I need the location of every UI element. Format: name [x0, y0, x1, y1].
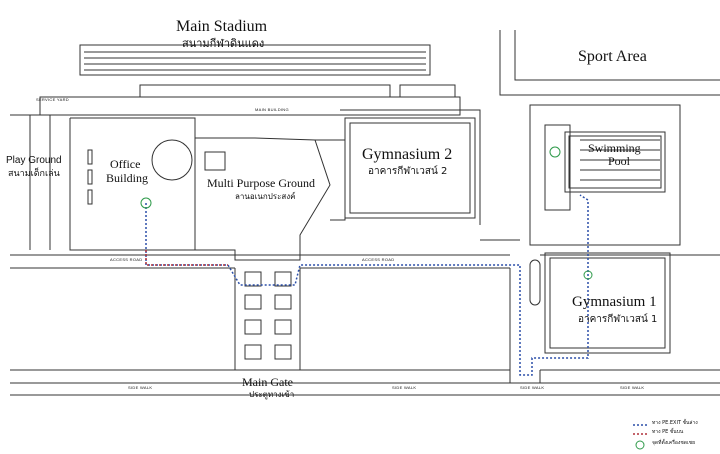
office-building-outline	[69, 118, 331, 261]
legend-blue-label: ทาง PE.EXIT ชั้นล่าง	[652, 420, 698, 426]
route-pe-lower	[145, 194, 589, 376]
main-stadium-thai-label: สนามกีฬาดินแดง	[182, 37, 265, 50]
multi-purpose-label: Multi Purpose Ground	[207, 176, 315, 190]
round-court	[151, 139, 193, 181]
side-walk-3-label: SIDE WALK	[520, 385, 545, 390]
route-pe-upper	[145, 250, 228, 266]
legend-red-label: ทาง PE ชั้นบน	[652, 429, 684, 435]
marker-pool	[549, 146, 561, 158]
gymnasium-1-label: Gymnasium 1	[572, 294, 657, 310]
marker-gym1	[583, 270, 593, 280]
legend-green-label: จุดที่ตั้งเครื่องชดเชย	[652, 440, 696, 446]
sport-area-boundary	[499, 30, 720, 96]
gymnasium-1-building	[544, 252, 671, 354]
main-stadium-label: Main Stadium	[176, 18, 268, 35]
legend-green-circle	[635, 440, 645, 450]
gymnasium-2-building	[344, 117, 476, 219]
gymnasium-1-thai-label: อาคารกีฬาเวสน์ 1	[578, 314, 658, 325]
marker-office	[140, 197, 152, 209]
swimming-pool	[564, 131, 666, 193]
swimming-label-1: Swimming	[588, 141, 641, 155]
play-ground-thai-label: สนามเด็กเล่น	[8, 169, 60, 179]
side-walk-4-label: SIDE WALK	[620, 385, 645, 390]
office-label-1: Office	[110, 157, 141, 171]
gymnasium-2-thai-label: อาคารกีฬาเวสน์ 2	[368, 166, 448, 177]
swimming-label-2: Pool	[608, 154, 631, 168]
main-building-strip	[39, 96, 461, 116]
play-ground-label: Play Ground	[6, 155, 62, 166]
access-road-left-label: ACCESS ROAD	[110, 257, 143, 262]
main-building-label: MAIN BUILDING	[255, 107, 289, 112]
sport-area-label: Sport Area	[578, 48, 647, 65]
main-gate-thai-label: ประตูทางเข้า	[249, 390, 295, 399]
gymnasium-2-label: Gymnasium 2	[362, 146, 453, 163]
multi-purpose-thai-label: ลานอเนกประสงค์	[235, 192, 296, 201]
office-label-2: Building	[106, 171, 149, 185]
side-walk-2-label: SIDE WALK	[392, 385, 417, 390]
stadium-stand	[79, 44, 431, 76]
service-yard-label: SERVICE YARD	[36, 97, 69, 102]
access-road-right-label: ACCESS ROAD	[362, 257, 395, 262]
main-gate-label: Main Gate	[242, 375, 293, 389]
side-walk-1-label: SIDE WALK	[128, 385, 153, 390]
